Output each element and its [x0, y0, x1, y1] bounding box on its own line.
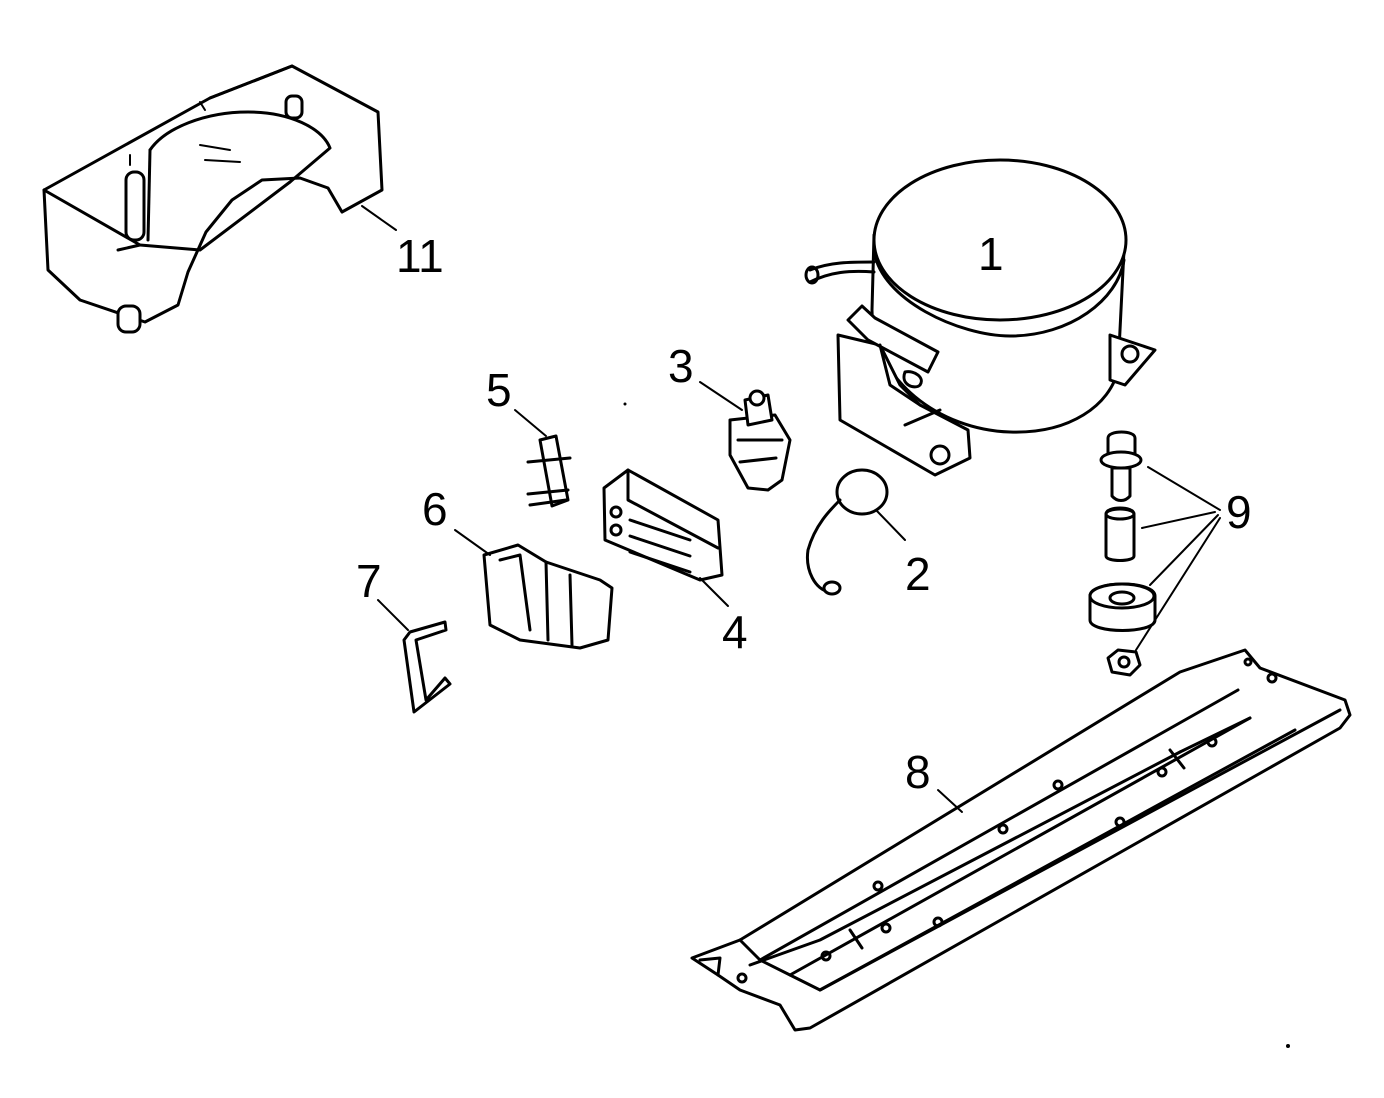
- clip-part: 5: [486, 364, 572, 508]
- scan-speck: [1286, 1044, 1290, 1048]
- scan-speck: [623, 402, 627, 406]
- callout-7: 7: [356, 555, 382, 607]
- capacitor-part: 2: [805, 468, 931, 600]
- callout-4: 4: [722, 606, 748, 658]
- terminal-cover-part: 6: [422, 483, 614, 650]
- relay-part: 3: [668, 340, 792, 492]
- drain-pan-part: [42, 64, 384, 334]
- base-rail-part: 8: [690, 648, 1352, 1032]
- callout-6: 6: [422, 483, 448, 535]
- overload-part: 4: [602, 468, 748, 658]
- callout-11: 11: [396, 230, 444, 282]
- callout-1: 1: [978, 228, 1004, 280]
- callout-3: 3: [668, 340, 694, 392]
- callout-8: 8: [905, 746, 931, 798]
- mounting-hardware-part: 9: [1088, 430, 1252, 677]
- retainer-part: 7: [356, 555, 452, 714]
- compressor-part: 1: [804, 158, 1157, 477]
- callout-5: 5: [486, 364, 512, 416]
- callout-9: 9: [1226, 486, 1252, 538]
- callout-2: 2: [905, 548, 931, 600]
- callout-11-leader: [361, 205, 397, 231]
